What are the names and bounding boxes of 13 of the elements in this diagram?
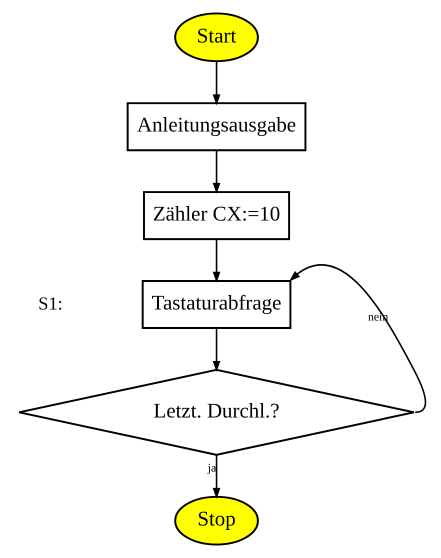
arrow xyxy=(212,61,220,106)
arrow xyxy=(212,328,220,372)
arrow xyxy=(212,240,220,283)
node-ellipse: Stop xyxy=(174,496,259,546)
node-box: Tastaturabfrage xyxy=(142,280,292,329)
edge-label: ja xyxy=(208,462,216,475)
node-box: Anleitungsausgabe xyxy=(126,102,306,152)
arrow xyxy=(212,150,220,194)
node-diamond: Letzt. Durchl.? xyxy=(18,368,415,456)
arrow xyxy=(212,454,220,499)
node-ellipse: Start xyxy=(174,12,259,62)
label: S1: xyxy=(38,293,63,314)
node-box: Zähler CX:=10 xyxy=(143,191,290,240)
